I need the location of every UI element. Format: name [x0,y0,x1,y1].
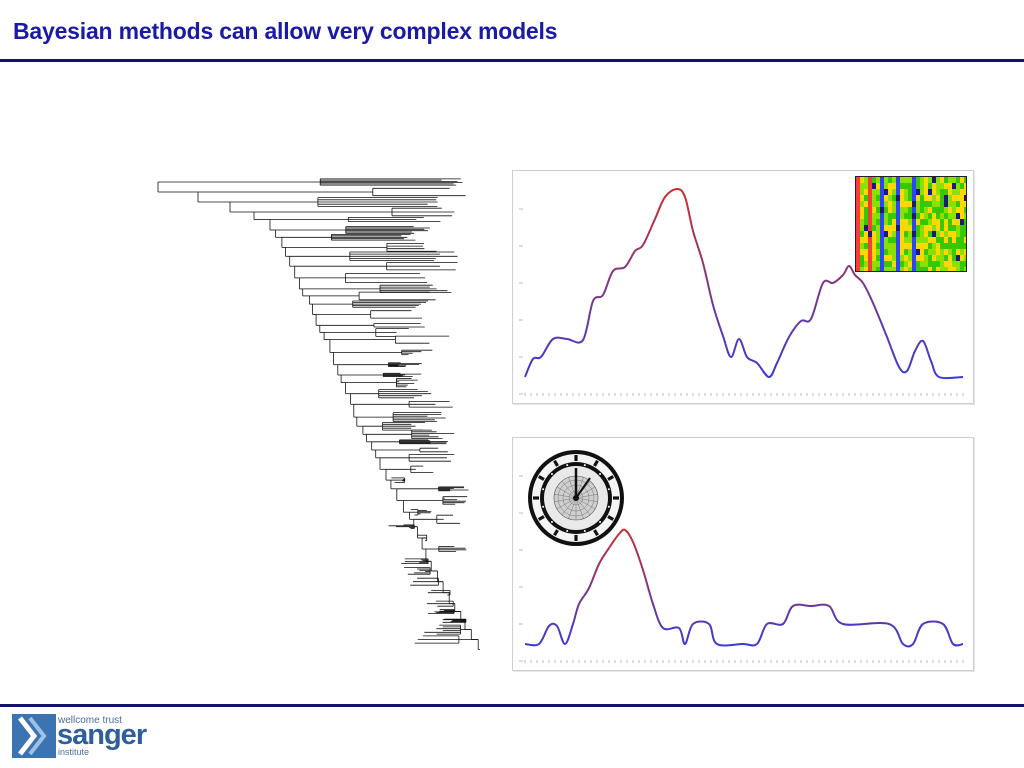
clock-face-image [528,450,624,546]
dna-icon [12,714,56,758]
sequence-alignment-image [855,176,967,272]
sanger-logo: wellcome trust sanger institute [12,714,152,758]
top-posterior-curve [519,187,964,396]
logo-line-3: institute [58,747,90,757]
logo-line-1: wellcome trust [58,715,122,726]
footer-divider [0,704,1024,707]
logo-line-2: sanger [57,719,147,751]
bottom-posterior-curve [519,475,964,663]
title-divider [0,59,1024,62]
phylogenetic-tree [157,178,480,650]
slide-title: Bayesian methods can allow very complex … [13,18,558,44]
